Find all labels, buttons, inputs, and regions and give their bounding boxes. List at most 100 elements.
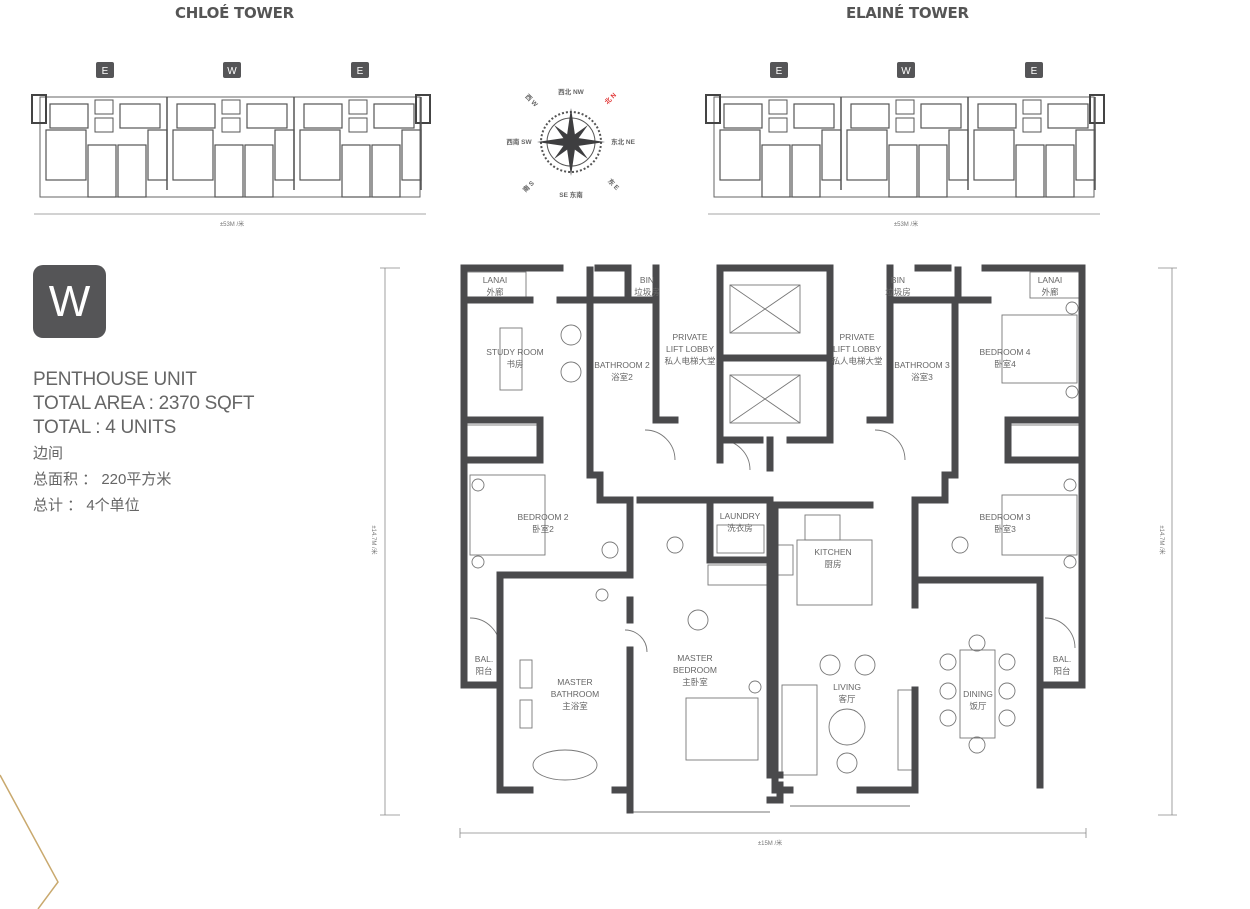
armchair — [819, 654, 841, 676]
bed-3 — [1001, 494, 1078, 556]
key-plan-room — [846, 129, 888, 181]
wardrobe — [1009, 424, 1081, 458]
key-plan-room — [723, 103, 763, 129]
laundry-counter — [716, 524, 765, 554]
chloe-tower-key-plan — [31, 94, 431, 215]
room-label-living: 客厅 — [838, 694, 856, 704]
room-label-bal-left: BAL. — [475, 654, 493, 664]
basin — [519, 699, 533, 729]
lift — [895, 99, 915, 115]
room-label-bal-left: 阳台 — [475, 666, 492, 676]
lift — [221, 117, 241, 133]
key-plan-room — [119, 103, 161, 129]
door-swing — [624, 629, 648, 653]
unit-type-cn: 边间 — [33, 445, 64, 462]
unit-total: TOTAL : 4 UNITS — [33, 417, 176, 438]
dining-chair — [968, 634, 986, 652]
dining-chair — [939, 709, 957, 727]
dining-chair — [939, 682, 957, 700]
key-plan-dimension: ±53M /米 — [220, 220, 244, 228]
lift — [221, 99, 241, 115]
dining-table — [959, 649, 996, 739]
sofa — [781, 684, 818, 776]
lift — [94, 117, 114, 133]
room-label-kitchen: 厨房 — [824, 559, 841, 569]
door-swing — [719, 439, 751, 471]
armchair — [687, 609, 709, 631]
room-label-lanai-right: LANAI — [1038, 275, 1063, 285]
key-plan-room — [1045, 144, 1075, 198]
lift — [768, 99, 788, 115]
stair — [415, 94, 431, 124]
key-plan-room — [791, 144, 821, 198]
lift-cross — [729, 284, 801, 334]
compass-s: 南 S — [521, 178, 537, 194]
unit-area-cn: 总面积 ： 220平方米 — [33, 471, 172, 488]
room-label-bin-right: 垃圾房 — [885, 287, 911, 297]
wardrobe — [465, 424, 539, 458]
badge-text: W — [901, 66, 911, 77]
fridge — [777, 544, 794, 576]
compass-point — [568, 139, 588, 159]
room-label-master-bed: MASTER — [677, 653, 712, 663]
key-plan-room — [373, 103, 415, 129]
compass-point — [566, 108, 576, 142]
compass-point — [566, 142, 576, 176]
room-label-lanai-right: 外廊 — [1041, 287, 1059, 297]
dining-chair — [968, 736, 986, 754]
compass-point — [571, 137, 605, 147]
nightstand — [748, 680, 762, 694]
room-label-bathroom2: 浴室2 — [611, 372, 633, 382]
badge-text: W — [227, 66, 237, 77]
key-plan-room — [1047, 103, 1089, 129]
room-label-bedroom2: BEDROOM 2 — [517, 512, 568, 522]
key-plan-room — [821, 129, 842, 181]
unit-info: PENTHOUSE UNIT TOTAL AREA : 2370 SQFT TO… — [33, 368, 254, 518]
room-label-lobby-left: LIFT LOBBY — [666, 344, 714, 354]
badge-e — [770, 62, 788, 78]
compass-sw: 西南 SW — [506, 137, 532, 146]
unit-type: PENTHOUSE UNIT — [33, 369, 197, 390]
chloe-tower-title: CHLOÉ TOWER — [175, 4, 294, 22]
basin — [519, 659, 533, 689]
room-label-lobby-right: 私人电梯大堂 — [831, 356, 882, 366]
lift — [348, 117, 368, 133]
room-label-bedroom3: BEDROOM 3 — [979, 512, 1030, 522]
elaine-tower-key-plan — [705, 94, 1105, 215]
gold-accent-line — [0, 774, 59, 909]
door-swing — [1044, 617, 1076, 649]
lift — [1022, 99, 1042, 115]
badge-text: E — [102, 66, 109, 77]
key-plan-room — [793, 103, 835, 129]
key-plan-room — [761, 144, 791, 198]
master-bed — [685, 697, 759, 761]
key-plan-room — [1075, 129, 1096, 181]
compass-w: 西 W — [523, 93, 539, 109]
room-label-dining: DINING — [963, 689, 993, 699]
room-label-bin-left: 垃圾房 — [634, 287, 660, 297]
stove — [804, 514, 841, 541]
key-plan-room — [274, 129, 295, 181]
stair — [705, 94, 721, 124]
compass-se: SE 东南 — [559, 190, 583, 199]
room-label-master-bed: 主卧室 — [682, 677, 708, 687]
room-label-living: LIVING — [833, 682, 861, 692]
badge-e — [1025, 62, 1043, 78]
room-label-bathroom3: BATHROOM 3 — [894, 360, 950, 370]
compass-rose — [537, 108, 605, 176]
room-label-bedroom4: BEDROOM 4 — [979, 347, 1030, 357]
key-plan-room — [850, 103, 890, 129]
key-plan-room — [1015, 144, 1045, 198]
coffee-table — [828, 708, 866, 746]
stair — [1089, 94, 1105, 124]
key-plan-dimension: ±53M /米 — [894, 220, 918, 228]
key-plan-room — [371, 144, 401, 198]
room-label-bedroom2: 卧室2 — [532, 524, 554, 534]
nightstand — [1065, 301, 1079, 315]
key-plan-room — [918, 144, 948, 198]
lift — [895, 117, 915, 133]
nightstand — [471, 555, 485, 569]
width-dimension: ±15M /米 — [758, 839, 782, 847]
badge-w — [897, 62, 915, 78]
